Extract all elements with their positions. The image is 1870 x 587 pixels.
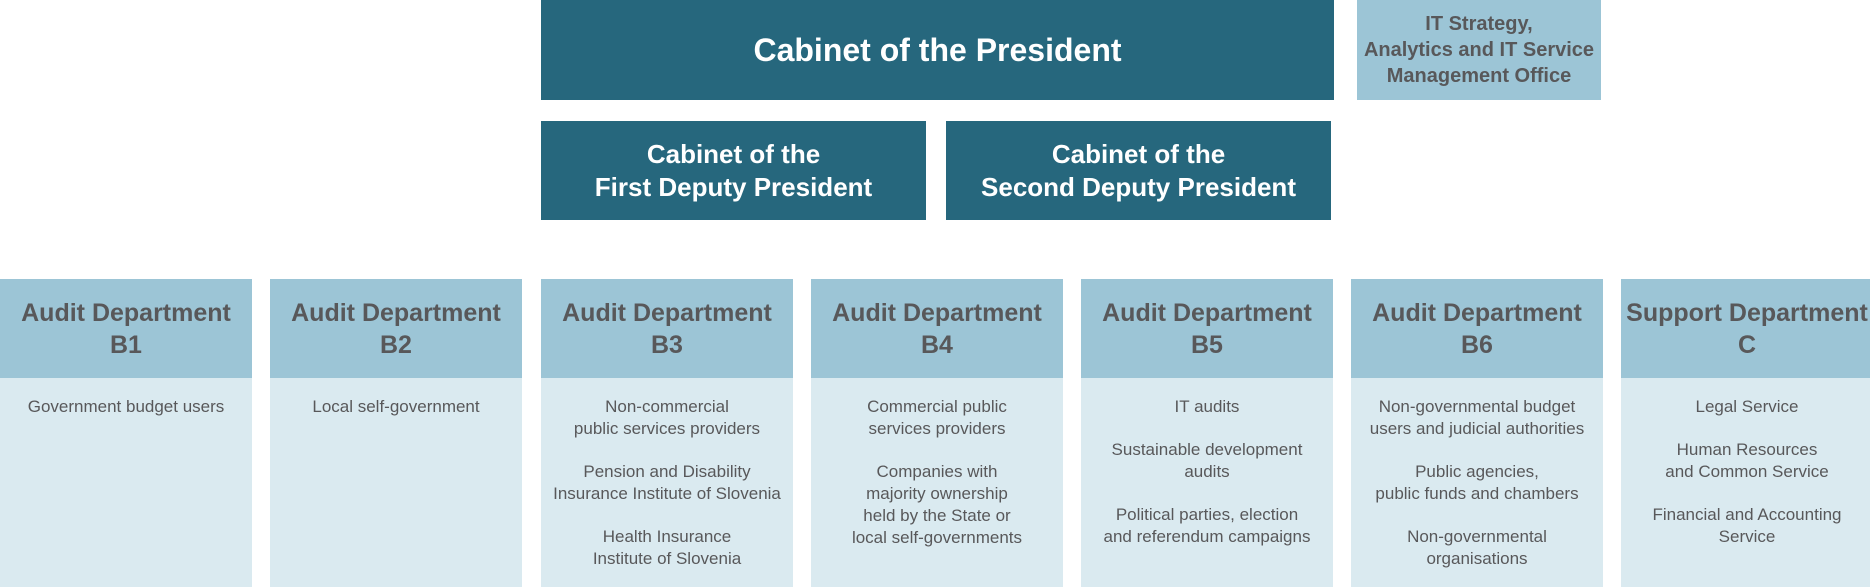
department-responsibilities: Non-governmental budget users and judicia… bbox=[1351, 378, 1603, 587]
responsibility-item: Companies with majority ownership held by … bbox=[811, 461, 1063, 549]
department-title-line: Support Department bbox=[1626, 298, 1868, 327]
responsibility-line: Institute of Slovenia bbox=[592, 549, 742, 568]
responsibility-line: Insurance Institute of Slovenia bbox=[553, 484, 781, 503]
responsibility-line: Public agencies, bbox=[1415, 462, 1539, 481]
responsibility-line: held by the State or bbox=[863, 506, 1011, 525]
responsibility-item: Local self-government bbox=[270, 396, 522, 418]
it-office-label-line: IT Strategy, bbox=[1425, 13, 1533, 35]
responsibility-line: Non-commercial bbox=[605, 397, 729, 416]
responsibility-item: Non-governmental organisations bbox=[1351, 526, 1603, 570]
responsibility-line: Government budget users bbox=[27, 397, 225, 416]
responsibility-item: Political parties, election and referendu… bbox=[1081, 504, 1333, 548]
responsibility-line: public services providers bbox=[573, 419, 761, 438]
first-deputy-label-line: First Deputy President bbox=[594, 171, 873, 202]
responsibility-line: and Common Service bbox=[1665, 462, 1829, 481]
responsibility-line: Sustainable development bbox=[1111, 440, 1303, 459]
responsibility-line: local self-governments bbox=[851, 528, 1023, 547]
responsibility-item: Government budget users bbox=[0, 396, 252, 418]
second-deputy-label-line: Second Deputy President bbox=[981, 171, 1296, 202]
department-title-line: Audit Department bbox=[21, 298, 231, 327]
responsibility-line: IT audits bbox=[1174, 397, 1240, 416]
responsibility-item: Legal Service bbox=[1621, 396, 1870, 418]
department-title-line: Audit Department bbox=[1102, 298, 1312, 327]
responsibility-line: Health Insurance bbox=[602, 527, 732, 546]
department-title-line: B1 bbox=[110, 330, 142, 359]
department-title-line: Audit Department bbox=[291, 298, 501, 327]
first-deputy-label-line: Cabinet of the bbox=[646, 138, 821, 169]
responsibility-line: and referendum campaigns bbox=[1103, 527, 1311, 546]
it-office-label-line: Analytics and IT Service bbox=[1363, 39, 1595, 61]
cabinet-first-deputy-box: Cabinet of the First Deputy President bbox=[541, 121, 926, 220]
department-title-line: Audit Department bbox=[832, 298, 1042, 327]
responsibility-line: Local self-government bbox=[312, 397, 480, 416]
responsibility-line: Political parties, election bbox=[1115, 505, 1299, 524]
responsibility-item: Non-governmental budget users and judicia… bbox=[1351, 396, 1603, 440]
responsibility-line: majority ownership bbox=[866, 484, 1008, 503]
responsibility-item: Non-commercial public services providers bbox=[541, 396, 793, 440]
responsibility-line: organisations bbox=[1426, 549, 1528, 568]
cabinet-president-label: Cabinet of the President bbox=[753, 31, 1122, 68]
responsibility-line: Financial and Accounting bbox=[1652, 505, 1842, 524]
department-responsibilities: Local self-government bbox=[270, 378, 522, 587]
responsibility-item: Human Resources and Common Service bbox=[1621, 439, 1870, 483]
department-title-line: B2 bbox=[380, 330, 412, 359]
second-deputy-label-line: Cabinet of the bbox=[1051, 138, 1226, 169]
responsibility-line: public funds and chambers bbox=[1375, 484, 1579, 503]
responsibility-line: services providers bbox=[868, 419, 1006, 438]
department-title-line: Audit Department bbox=[562, 298, 772, 327]
responsibility-line: Commercial public bbox=[867, 397, 1007, 416]
responsibility-item: Commercial public services providers bbox=[811, 396, 1063, 440]
responsibility-line: Legal Service bbox=[1695, 397, 1799, 416]
responsibility-line: users and judicial authorities bbox=[1369, 419, 1585, 438]
department-title-line: B6 bbox=[1461, 330, 1493, 359]
responsibility-item: IT audits bbox=[1081, 396, 1333, 418]
department-title-line: B5 bbox=[1191, 330, 1223, 359]
department-responsibilities: Government budget users bbox=[0, 378, 252, 587]
cabinet-president-box: Cabinet of the President bbox=[541, 0, 1334, 100]
responsibility-line: Non-governmental budget bbox=[1378, 397, 1576, 416]
it-office-label-line: Management Office bbox=[1386, 65, 1572, 87]
department-title-line: B4 bbox=[921, 330, 953, 359]
cabinet-second-deputy-box: Cabinet of the Second Deputy President bbox=[946, 121, 1331, 220]
responsibility-line: Pension and Disability bbox=[583, 462, 751, 481]
department-title-line: C bbox=[1737, 330, 1757, 359]
responsibility-line: Service bbox=[1718, 527, 1776, 546]
responsibility-item: Sustainable development audits bbox=[1081, 439, 1333, 483]
responsibility-item: Public agencies, public funds and chamber… bbox=[1351, 461, 1603, 505]
responsibility-line: audits bbox=[1184, 462, 1230, 481]
responsibility-line: Human Resources bbox=[1676, 440, 1818, 459]
department-title-line: Audit Department bbox=[1372, 298, 1582, 327]
responsibility-line: Non-governmental bbox=[1407, 527, 1547, 546]
it-office-box: IT Strategy, Analytics and IT Service Ma… bbox=[1357, 0, 1601, 100]
responsibility-line: Companies with bbox=[876, 462, 998, 481]
department-title-line: B3 bbox=[651, 330, 683, 359]
